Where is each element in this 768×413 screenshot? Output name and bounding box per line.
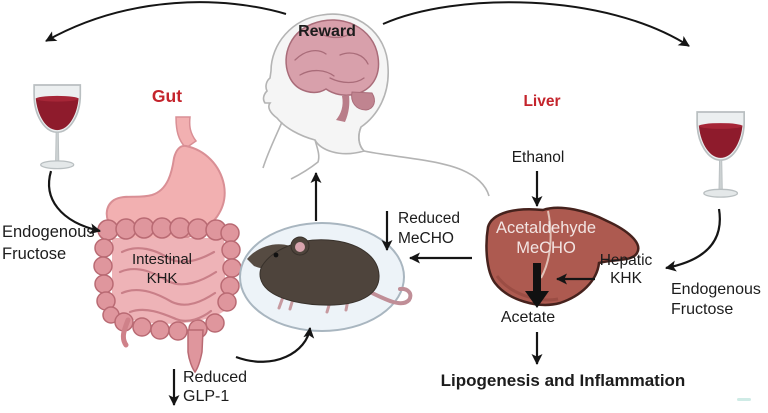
acetate-label: Acetate (500, 309, 556, 326)
reward-to-left-wine-arrow (45, 1, 287, 42)
fructose-to-hepatic-khk-arrow (665, 208, 721, 272)
reduced-mecho-label: Reduced MeCHO (398, 210, 461, 247)
wine-glass-left-icon (33, 84, 82, 170)
mouse-icon (239, 222, 413, 332)
endogenous-fructose-right-label: Endogenous Fructose (671, 281, 761, 318)
human-brain-icon (262, 13, 490, 197)
acetaldehyde-label: Acetaldehyde MeCHO (496, 219, 596, 257)
liver-icon (485, 206, 640, 307)
gut-to-mouse-arrow (235, 327, 315, 363)
wine-to-gut-arrow (48, 170, 101, 235)
reward-label: Reward (298, 23, 356, 40)
wine-glass-right-icon (696, 111, 746, 198)
hepatic-khk-label: Hepatic KHK (599, 252, 653, 287)
endogenous-fructose-left-label: Endogenous Fructose (2, 223, 95, 263)
lipogenesis-inflammation-label: Lipogenesis and Inflammation (440, 371, 686, 390)
liver-region-label: Liver (523, 93, 561, 110)
gut-region-label: Gut (151, 86, 183, 106)
liver-to-acetate-thick-arrow (525, 263, 549, 308)
gut-organ-icon (93, 116, 242, 374)
reduced-glp1-label: Reduced GLP-1 (183, 369, 248, 405)
reward-to-right-wine-arrow (382, 1, 690, 47)
ethanol-label: Ethanol (511, 149, 565, 166)
watermark-mark (737, 398, 751, 401)
intestinal-khk-label: Intestinal KHK (131, 251, 193, 287)
